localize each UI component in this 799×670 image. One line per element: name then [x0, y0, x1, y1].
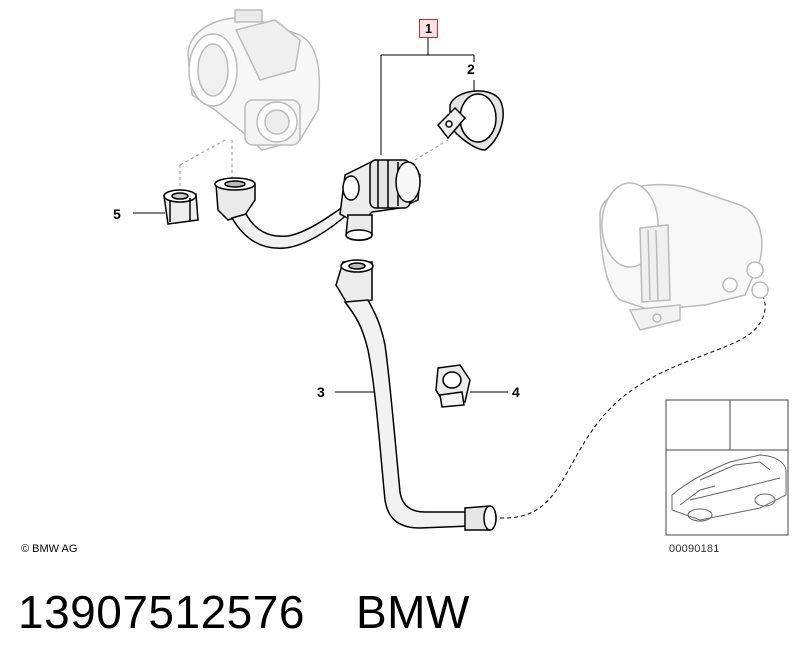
part-number: 13907512576 — [18, 586, 305, 638]
callout-2: 2 — [467, 61, 475, 77]
part-4-clip — [435, 364, 471, 408]
throttle-body — [187, 9, 321, 151]
carbon-canister — [599, 182, 769, 331]
dashed-connection — [499, 291, 766, 519]
part-2-clamp — [437, 90, 504, 151]
car-inset — [665, 399, 789, 536]
part-5-plug — [163, 189, 199, 225]
callout-3: 3 — [317, 384, 325, 400]
part-3-hose — [335, 259, 497, 531]
callout-4: 4 — [512, 384, 520, 400]
dashed-guides — [179, 139, 449, 190]
part-1-valve — [339, 159, 421, 241]
callout-1: 1 — [419, 19, 438, 38]
callout-5: 5 — [113, 206, 121, 222]
figure-id: 00090181 — [669, 543, 720, 555]
leader-lines — [133, 38, 508, 393]
upper-hose — [214, 177, 358, 249]
copyright-notice: © BMW AG — [21, 543, 78, 555]
brand-name: BMW — [356, 586, 470, 638]
